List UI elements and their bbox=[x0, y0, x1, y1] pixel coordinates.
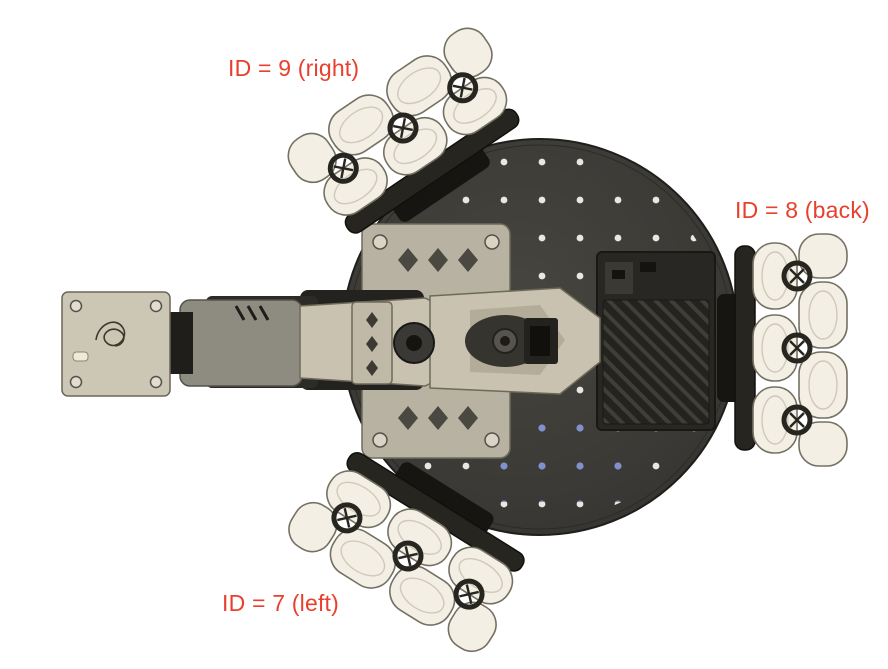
gripper-plate bbox=[61, 291, 171, 397]
logo-scribble bbox=[95, 321, 126, 347]
label-wheel-back: ID = 8 (back) bbox=[735, 197, 870, 223]
arm-mount-plates bbox=[361, 223, 511, 459]
label-wheel-left: ID = 7 (left) bbox=[222, 590, 339, 616]
label-wheel-right: ID = 9 (right) bbox=[228, 55, 360, 81]
robot-arm bbox=[61, 287, 601, 397]
electronics-box bbox=[596, 251, 716, 431]
wheel-back-id8 bbox=[717, 234, 847, 466]
